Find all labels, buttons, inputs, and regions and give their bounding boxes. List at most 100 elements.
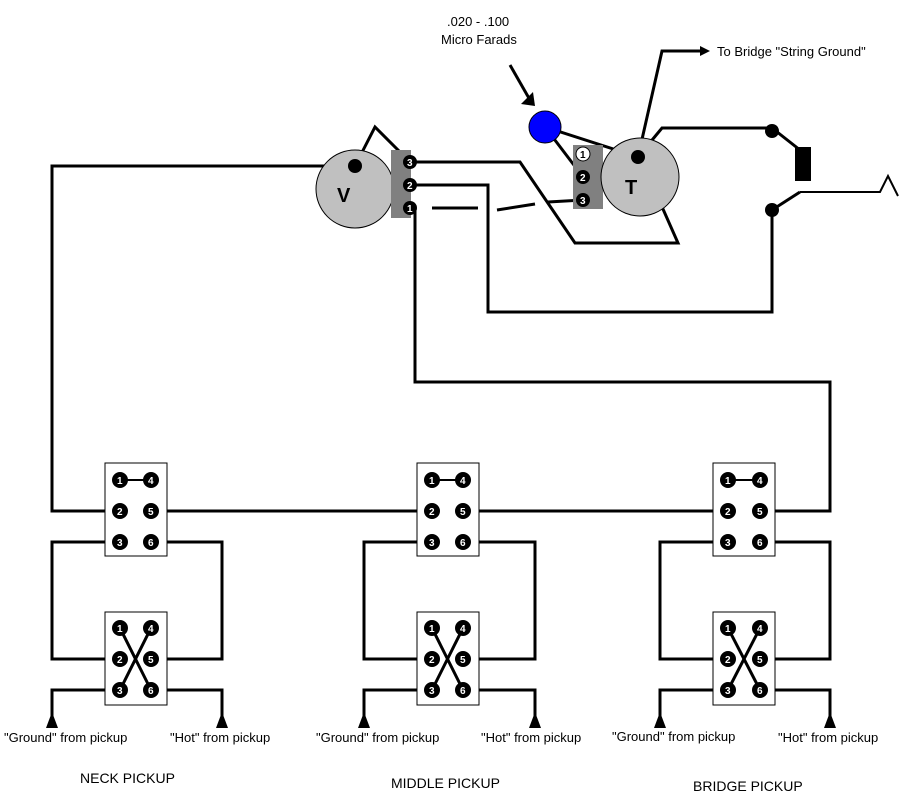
arrow-bridge [700, 46, 710, 56]
middle-top-pin-3-label: 3 [429, 538, 435, 549]
bridge-ground-label: To Bridge "String Ground" [717, 44, 866, 59]
tone-pot: T 1 2 3 [573, 137, 680, 217]
volume-pot: V 3 2 1 [315, 149, 417, 229]
bridge-top-pin-4 [752, 472, 768, 488]
middle-top-pin-2 [424, 503, 440, 519]
neck-top-pin-5-label: 5 [148, 507, 154, 518]
neck-switch-top: 1 4 2 5 3 6 [104, 462, 168, 557]
tone-lug-1-label: 1 [580, 150, 586, 161]
neck-bottom-pin-6-label: 6 [148, 686, 154, 697]
neck-bottom-pin-4-label: 4 [148, 624, 154, 635]
neck-top-pin-2 [112, 503, 128, 519]
jack-ground-contact [765, 124, 779, 138]
tone-wiper-dot [631, 150, 645, 164]
neck-bottom-pin-3 [112, 682, 128, 698]
middle-hot-arrow [529, 712, 541, 728]
neck-loop-left [50, 540, 120, 661]
tone-lug-3 [576, 193, 590, 207]
bridge-loop-right [760, 540, 832, 661]
middle-hot-lead [463, 688, 537, 720]
bridge-bottom-pin-1 [720, 620, 736, 636]
volume-lug-3-label: 3 [407, 158, 413, 169]
neck-bottom-pin-4 [143, 620, 159, 636]
tone-lug-2 [576, 170, 590, 184]
bridge-bottom-pin-5-label: 5 [757, 655, 763, 666]
bridge-top-pin-1-label: 1 [725, 476, 731, 487]
neck-bottom-pin-1 [112, 620, 128, 636]
bridge-top-pin-6 [752, 534, 768, 550]
bridge-bottom-pin-6-label: 6 [757, 686, 763, 697]
middle-switch-bottom: 1 4 2 5 3 6 [416, 611, 480, 706]
tone-pot-letter: T [625, 177, 637, 199]
neck-bottom-pin-5-label: 5 [148, 655, 154, 666]
volume-lug-1-label: 1 [407, 204, 413, 215]
neck-top-pin-2-label: 2 [117, 507, 123, 518]
capacitor-value-label: .020 - .100 [447, 14, 509, 29]
bridge-bottom-pin-3 [720, 682, 736, 698]
bridge-top-pin-5-label: 5 [757, 507, 763, 518]
wire-lug1-dash-b [496, 202, 536, 212]
bridge-top-pin-3 [720, 534, 736, 550]
neck-cross-b [118, 627, 153, 691]
wire-lug2-to-jack [410, 183, 774, 314]
middle-bottom-pin-5 [455, 651, 471, 667]
middle-bottom-pin-6 [455, 682, 471, 698]
neck-top-pin-1-label: 1 [117, 476, 123, 487]
arrow-cap-head [521, 92, 535, 106]
middle-top-pin-6-label: 6 [460, 538, 466, 549]
jack-sleeve [795, 147, 811, 181]
middle-loop-left [362, 540, 432, 661]
bridge-top-pin-6-label: 6 [757, 538, 763, 549]
middle-top-pin-4 [455, 472, 471, 488]
neck-pickup-title: NECK PICKUP [80, 770, 175, 786]
bridge-ground-lead [658, 688, 728, 720]
wire-bridge-ground [636, 49, 700, 158]
lead-arrowheads [46, 712, 836, 728]
bridge-hot-lead [760, 688, 832, 720]
bridge-top-pin-2-label: 2 [725, 507, 731, 518]
middle-top-pin-4-label: 4 [460, 476, 466, 487]
neck-hot-label: "Hot" from pickup [170, 730, 270, 745]
middle-hot-label: "Hot" from pickup [481, 730, 581, 745]
bridge-ground-label-pickup: "Ground" from pickup [612, 729, 735, 744]
wire-lug3-to-tone [410, 156, 681, 245]
bridge-hot-arrow [824, 712, 836, 728]
middle-top-pin-1 [424, 472, 440, 488]
tone-lug-1 [575, 146, 591, 162]
middle-top-pin-6 [455, 534, 471, 550]
middle-cross-b [430, 627, 465, 691]
neck-ground-arrow [46, 712, 58, 728]
middle-bottom-pin-1-label: 1 [429, 624, 435, 635]
neck-bottom-pin-1-label: 1 [117, 624, 123, 635]
middle-ground-lead [362, 688, 432, 720]
middle-bottom-pin-2 [424, 651, 440, 667]
volume-lug-2-label: 2 [407, 181, 413, 192]
bridge-pickup-title: BRIDGE PICKUP [693, 778, 803, 794]
volume-wiper-dot [348, 159, 362, 173]
bridge-bottom-pin-1-label: 1 [725, 624, 731, 635]
middle-loop-right [463, 540, 537, 661]
neck-top-pin-1 [112, 472, 128, 488]
neck-hot-lead [151, 688, 224, 720]
middle-bottom-pin-6-label: 6 [460, 686, 466, 697]
middle-bottom-pin-4 [455, 620, 471, 636]
neck-top-pin-6 [143, 534, 159, 550]
tone-pot-body [600, 137, 680, 217]
jack-hot-contact [765, 203, 779, 217]
arrow-cap-shaft [508, 64, 532, 101]
bridge-top-pin-2 [720, 503, 736, 519]
neck-loop-right [151, 540, 224, 661]
middle-bottom-pin-2-label: 2 [429, 655, 435, 666]
tone-lug-2-label: 2 [580, 173, 586, 184]
middle-top-pin-2-label: 2 [429, 507, 435, 518]
volume-lug-3 [403, 155, 417, 169]
bridge-loop-left [658, 540, 728, 661]
capacitor-unit-label: Micro Farads [441, 32, 517, 47]
bridge-bottom-pin-2-label: 2 [725, 655, 731, 666]
bridge-bottom-pin-4 [752, 620, 768, 636]
middle-bottom-pin-5-label: 5 [460, 655, 466, 666]
neck-ground-label: "Ground" from pickup [4, 730, 127, 745]
wire-volume-to-neck [50, 164, 355, 513]
